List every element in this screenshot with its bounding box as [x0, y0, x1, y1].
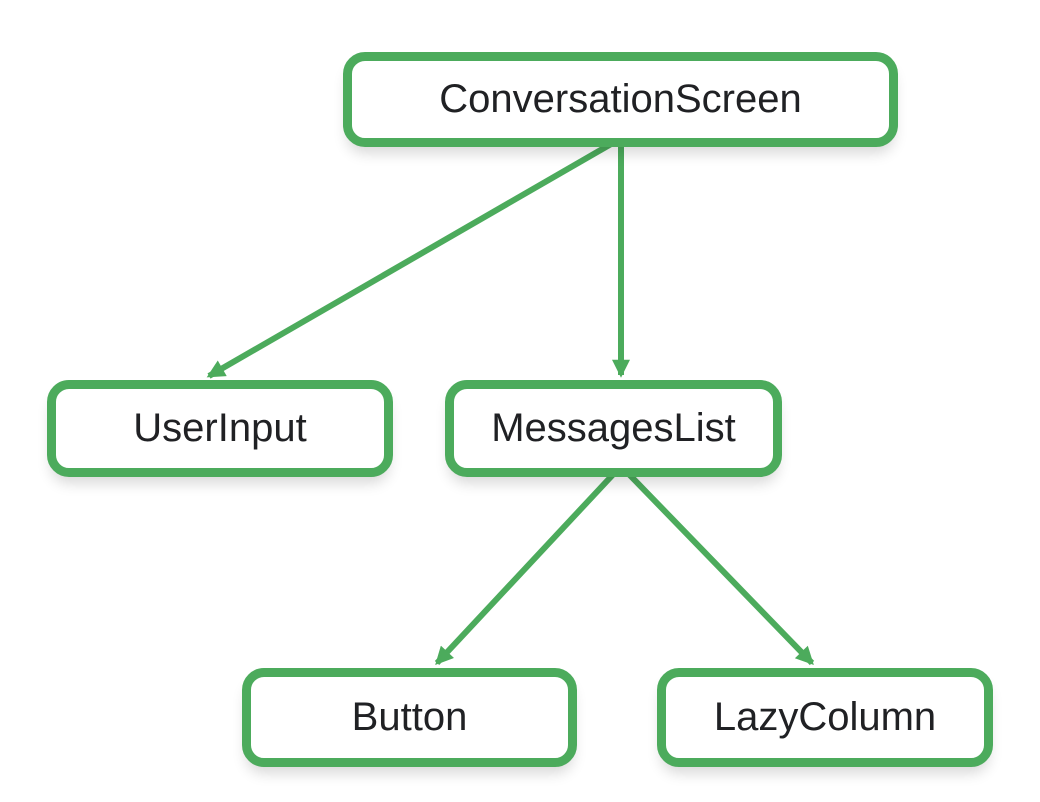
- edge-messageslist-button: [434, 463, 624, 666]
- node-messages-list: MessagesList: [445, 380, 782, 477]
- node-label-button: Button: [351, 695, 468, 739]
- edge-conversationscreen-userinput: [206, 137, 620, 379]
- node-button: Button: [242, 668, 577, 767]
- node-label-lazy-column: LazyColumn: [713, 695, 937, 739]
- node-label-messages-list: MessagesList: [491, 406, 736, 450]
- node-label-user-input: UserInput: [133, 406, 307, 450]
- node-conversation-screen: ConversationScreen: [343, 52, 898, 147]
- node-label-conversation-screen: ConversationScreen: [439, 77, 802, 121]
- edge-messageslist-lazycolumn: [618, 463, 815, 666]
- node-user-input: UserInput: [47, 380, 393, 477]
- node-lazy-column: LazyColumn: [657, 668, 993, 767]
